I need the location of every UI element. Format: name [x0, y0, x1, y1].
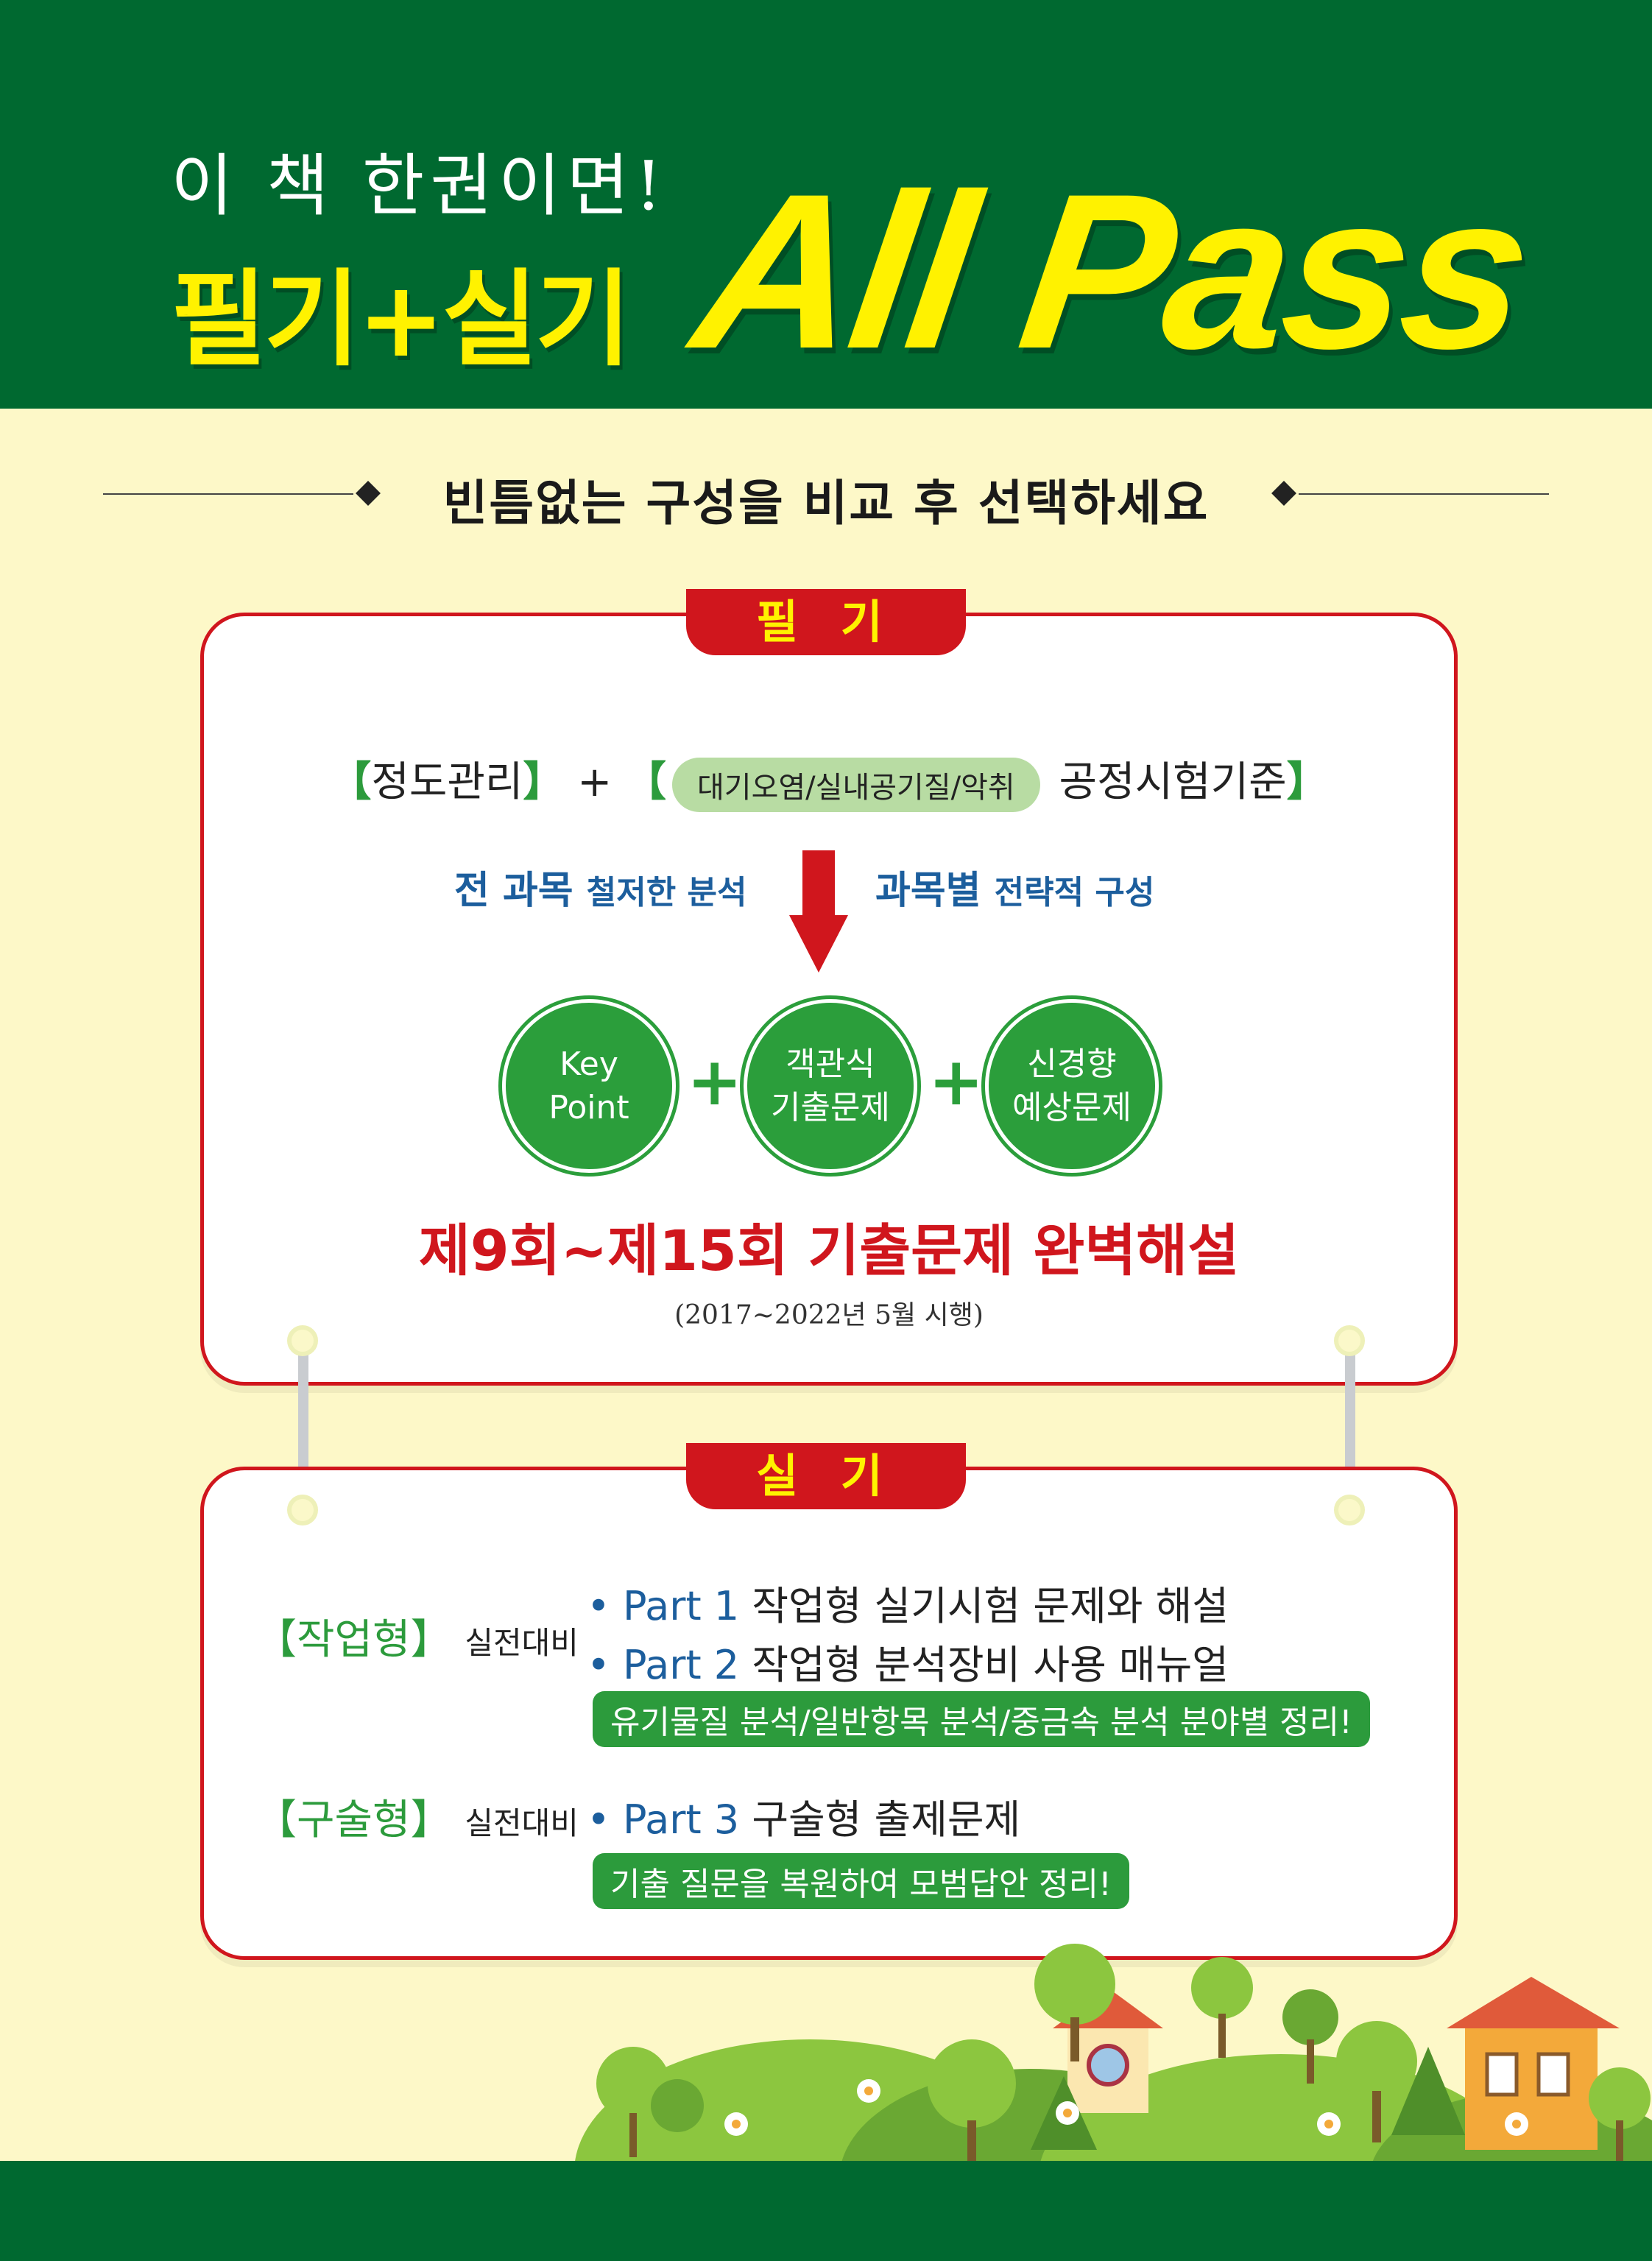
part-text: 구술형 출제문제: [752, 1796, 1021, 1843]
analysis-right-small: 전략적 구성: [994, 874, 1155, 911]
period-text: (2017~2022년 5월 시행): [674, 1300, 984, 1330]
hanger-ring: [1334, 1325, 1365, 1356]
oral-type-label: 【구술형】 실전대비: [255, 1796, 579, 1844]
circle-line: Key: [560, 1045, 618, 1083]
part-number: • Part 2: [587, 1642, 740, 1688]
circle-line: 객관식: [786, 1045, 875, 1083]
headline-title: 필기+실기: [171, 259, 632, 381]
oral-type-suffix: 실전대비: [465, 1805, 579, 1841]
practical-card: 【작업형】 실전대비 • Part 1 작업형 실기시험 문제와 해설 • Pa…: [200, 1467, 1458, 1960]
bracket-close: 】: [523, 758, 565, 806]
analysis-left: 전 과목 철저한 분석: [454, 859, 746, 914]
part-number: • Part 3: [587, 1796, 740, 1843]
headline-tagline: 이 책 한권이면!: [171, 147, 668, 225]
bracket-open: 【: [330, 758, 372, 806]
part-text: 작업형 실기시험 문제와 해설: [752, 1583, 1229, 1629]
hanger-ring: [287, 1325, 318, 1356]
work-type-name: 작업형: [297, 1616, 411, 1664]
down-arrow-icon: [789, 850, 848, 973]
divider-left: [103, 493, 353, 495]
oral-note: 기출 질문을 복원하여 모범답안 정리!: [593, 1853, 1129, 1909]
circle-line: Point: [548, 1089, 629, 1126]
part-item: • Part 2 작업형 분석장비 사용 매뉴얼: [587, 1632, 1229, 1690]
circle-line: 신경향: [1027, 1045, 1117, 1083]
oral-type-name: 구술형: [297, 1796, 411, 1844]
part-text: 작업형 분석장비 사용 매뉴얼: [752, 1642, 1229, 1688]
hanger-ring: [1334, 1495, 1365, 1525]
part-item: • Part 3 구술형 출제문제: [587, 1787, 1020, 1845]
headline-allpass: All Pass: [682, 147, 1541, 395]
bracket-open: 【: [624, 758, 666, 806]
footer-band: [0, 2161, 1652, 2261]
compare-text: 빈틈없는 구성을 비교 후 선택하세요: [442, 475, 1210, 532]
hanger-bar: [1345, 1347, 1355, 1502]
plus-icon: +: [928, 1043, 984, 1121]
hanger-ring: [287, 1495, 318, 1525]
analysis-right: 과목별 전략적 구성: [875, 859, 1154, 914]
circle-line: 예상문제: [1012, 1089, 1132, 1126]
solutions-title: 제9회~제15회 기출문제 완벽해설: [418, 1218, 1240, 1283]
hanger-bar: [298, 1347, 308, 1502]
compare-banner: 빈틈없는 구성을 비교 후 선택하세요: [0, 464, 1652, 532]
written-formula: 【정도관리】 + 【대기오염/실내공기질/악취 공정시험기준】: [204, 749, 1454, 812]
subject-quality: 정도관리: [371, 758, 523, 806]
circle-line: 기출문제: [771, 1089, 890, 1126]
analysis-left-small: 철저한 분석: [586, 874, 747, 911]
work-note: 유기물질 분석/일반항목 분석/중금속 분석 분야별 정리!: [593, 1691, 1370, 1747]
tab-practical: 실 기: [686, 1443, 966, 1509]
work-type-suffix: 실전대비: [465, 1625, 579, 1661]
part-number: • Part 1: [587, 1583, 740, 1629]
formula-plus: +: [577, 758, 613, 806]
plus-icon: +: [687, 1043, 743, 1121]
divider-right: [1299, 493, 1549, 495]
tab-written: 필 기: [686, 589, 966, 655]
written-card: 【정도관리】 + 【대기오염/실내공기질/악취 공정시험기준】 전 과목 철저한…: [200, 613, 1458, 1386]
analysis-left-big: 전 과목: [454, 869, 573, 913]
bracket-close: 】: [1286, 758, 1328, 806]
work-type-label: 【작업형】 실전대비: [255, 1616, 579, 1664]
landscape-illustration: [574, 1944, 1652, 2165]
part-item: • Part 1 작업형 실기시험 문제와 해설: [587, 1573, 1229, 1632]
header-band: [0, 0, 1652, 409]
analysis-right-big: 과목별: [875, 869, 981, 913]
subject-pill: 대기오염/실내공기질/악취: [671, 757, 1040, 812]
subject-test-standard: 공정시험기준: [1059, 758, 1287, 806]
